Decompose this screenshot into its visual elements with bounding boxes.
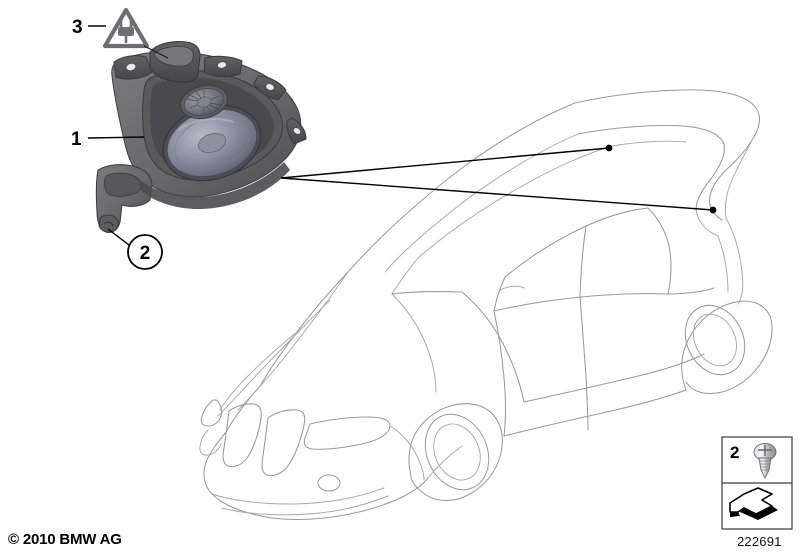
mounting-tab-right: [253, 75, 287, 101]
fastener-legend-box: 2: [721, 436, 793, 530]
electrical-plug-warning-triangle-icon: [102, 7, 150, 49]
callout-2-leader: [107, 228, 130, 246]
speaker-housing-assembly: [95, 41, 307, 233]
callout-3-label: 3: [72, 17, 83, 38]
copyright-notice: © 2010 BMW AG: [8, 531, 122, 548]
speaker-location-leaders: [280, 144, 717, 214]
housing-lower-edge-shadow: [140, 162, 290, 210]
mounting-tab-far-right: [286, 117, 307, 145]
mounting-tab-upper-left: [113, 55, 153, 80]
callout-1-label: 1: [71, 129, 82, 150]
warning-triangle-leader: [143, 45, 169, 59]
mounting-tab-top-right: [203, 55, 243, 77]
legend-screw-number: 2: [730, 443, 739, 462]
tweeter-driver: [179, 84, 229, 120]
installation-direction-arrow-3d-icon: [729, 487, 778, 520]
leader-to-roof-rear-left: [280, 147, 610, 179]
callout-2: 2: [107, 228, 163, 270]
leader-to-d-pillar-right: [280, 177, 714, 211]
woofer-driver: [162, 104, 262, 182]
callout-3: 3: [72, 17, 106, 38]
electrical-connector-block: [149, 41, 201, 83]
diagram-part-number: 222691: [737, 534, 782, 549]
leader-dot-d-pillar-right: [709, 206, 717, 214]
callout-1: 1: [71, 129, 145, 150]
callout-1-leader: [87, 136, 145, 139]
callout-2-circle: [127, 234, 163, 270]
bmw-x3-suv-outline: [199, 89, 773, 521]
callout-2-label: 2: [140, 243, 151, 264]
phillips-pan-head-self-tapping-screw-icon: [753, 443, 777, 480]
leader-dot-roof-rear-left: [605, 144, 613, 152]
plug-icon: [118, 20, 134, 43]
